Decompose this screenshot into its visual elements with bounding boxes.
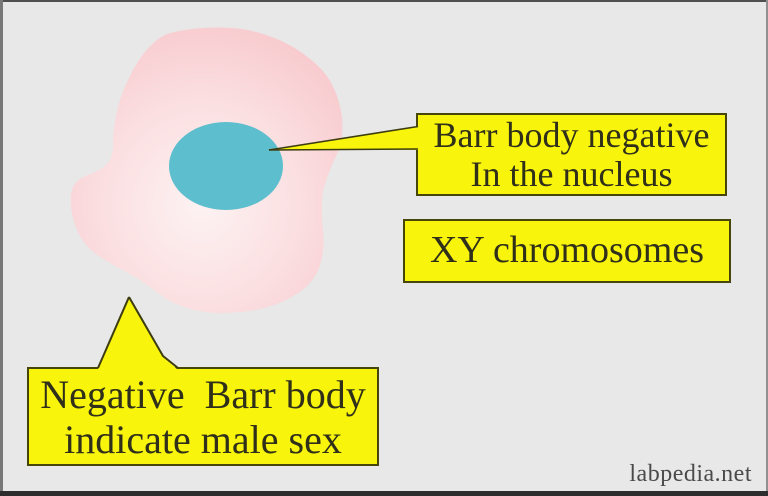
frame-edge-bottom	[0, 491, 768, 496]
callout-barr-line1: Barr body negative	[433, 115, 710, 155]
callout-barr-body-negative: Barr body negative In the nucleus	[416, 113, 727, 196]
cell-body	[70, 27, 343, 314]
frame-edge-top	[0, 0, 768, 2]
pointer-to-cell	[97, 296, 179, 371]
callout-xy-chromosomes: XY chromosomes	[403, 219, 731, 283]
pointer-to-nucleus	[268, 125, 419, 151]
cell-nucleus	[169, 122, 283, 210]
callout-barr-line2: In the nucleus	[470, 154, 673, 194]
callout-negative-line1: Negative Barr body	[40, 372, 366, 417]
frame-edge-left	[0, 0, 3, 496]
callout-negative-barr-body: Negative Barr body indicate male sex	[27, 367, 379, 466]
callout-negative-line2: indicate male sex	[64, 417, 342, 462]
callout-xy-label: XY chromosomes	[429, 229, 705, 271]
watermark-labpedia: labpedia.net	[629, 461, 752, 487]
